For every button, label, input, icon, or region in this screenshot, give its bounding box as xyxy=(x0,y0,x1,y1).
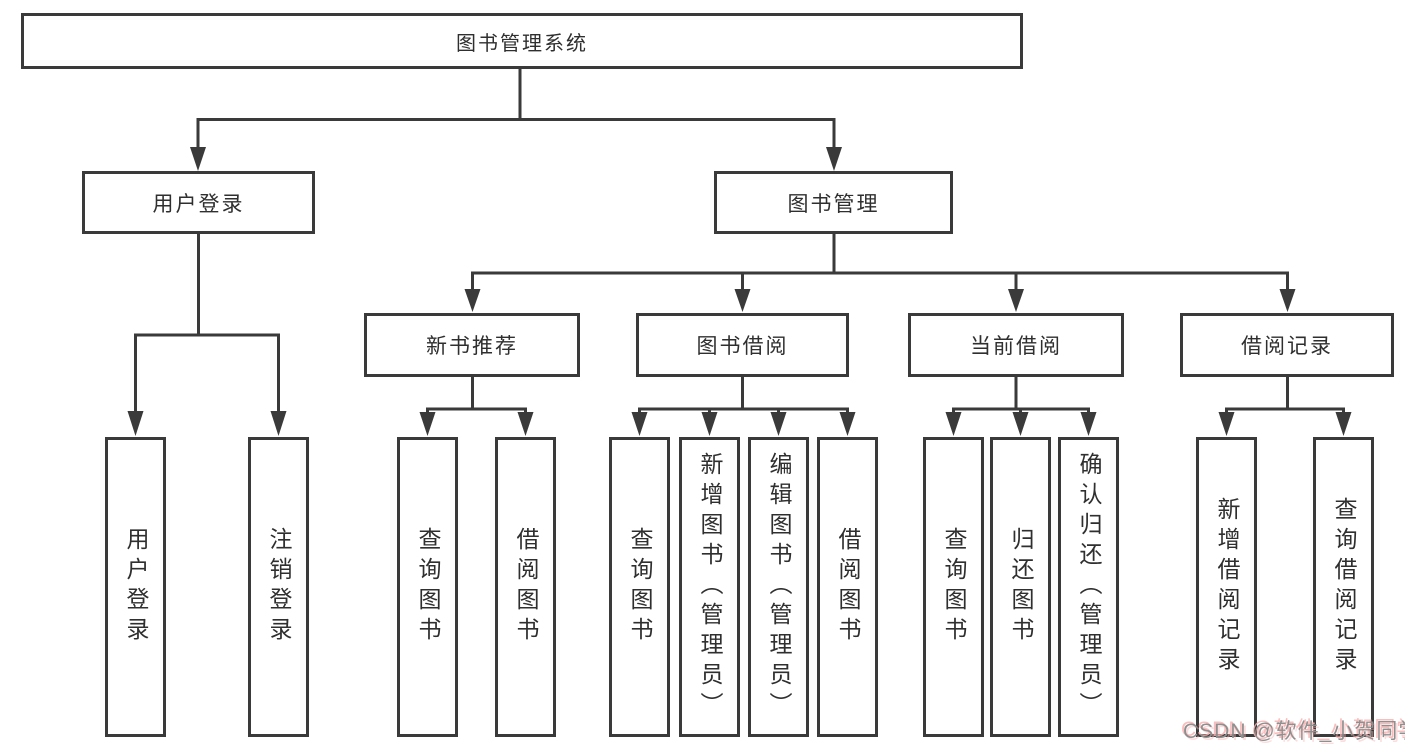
csdn-watermark: CSDN @软件_小贺同学 xyxy=(1183,720,1405,743)
leaf-currentborrow-confirm-return-admin: 确认归还（管理员） xyxy=(1058,437,1119,737)
arrowhead-icon xyxy=(631,412,648,436)
node-label: 借阅图书 xyxy=(835,527,861,647)
node-book-borrow: 图书借阅 xyxy=(636,313,849,377)
arrowhead-icon xyxy=(734,289,751,312)
arrowhead-icon xyxy=(770,412,787,436)
leaf-newbooks-query-books: 查询图书 xyxy=(397,437,458,737)
arrowhead-icon xyxy=(701,412,718,436)
node-borrow-records: 借阅记录 xyxy=(1180,313,1394,377)
node-label: 注销登录 xyxy=(266,527,292,647)
leaf-logout: 注销登录 xyxy=(248,437,309,737)
node-label: 新增图书（管理员） xyxy=(697,452,723,722)
leaf-currentborrow-query-books: 查询图书 xyxy=(923,437,984,737)
arrowhead-icon xyxy=(1279,289,1296,312)
leaf-currentborrow-return-books: 归还图书 xyxy=(990,437,1051,737)
node-book-management: 图书管理 xyxy=(714,171,953,234)
arrowhead-icon xyxy=(464,289,481,312)
leaf-user-login: 用户登录 xyxy=(105,437,166,737)
node-label: 确认归还（管理员） xyxy=(1076,452,1102,722)
node-label: 当前借阅 xyxy=(970,335,1062,358)
leaf-bookborrow-edit-books-admin: 编辑图书（管理员） xyxy=(748,437,809,737)
node-label: 用户登录 xyxy=(152,192,245,216)
leaf-bookborrow-add-books-admin: 新增图书（管理员） xyxy=(679,437,740,737)
node-new-book-recommend: 新书推荐 xyxy=(364,313,580,377)
leaf-records-add-borrow-record: 新增借阅记录 xyxy=(1196,437,1257,737)
arrowhead-icon xyxy=(190,147,206,171)
node-label: 用户登录 xyxy=(123,527,149,647)
node-label: 图书管理系统 xyxy=(456,32,588,55)
arrowhead-icon xyxy=(419,412,436,436)
arrowheads xyxy=(127,147,1352,436)
arrowhead-icon xyxy=(1080,412,1097,436)
leaf-bookborrow-query-books: 查询图书 xyxy=(609,437,670,737)
leaf-newbooks-borrow-books: 借阅图书 xyxy=(495,437,556,737)
arrowhead-icon xyxy=(270,411,287,436)
node-label: 新书推荐 xyxy=(426,335,518,358)
node-current-borrow: 当前借阅 xyxy=(908,313,1124,377)
arrowhead-icon xyxy=(1012,412,1029,436)
arrowhead-icon xyxy=(826,147,842,171)
node-label: 查询图书 xyxy=(627,527,653,647)
node-user-login: 用户登录 xyxy=(82,171,315,234)
node-label: 查询借阅记录 xyxy=(1331,497,1357,677)
leaf-bookborrow-borrow-books: 借阅图书 xyxy=(817,437,878,737)
node-label: 图书管理 xyxy=(787,192,880,216)
arrowhead-icon xyxy=(127,411,144,436)
arrowhead-icon xyxy=(1218,412,1235,436)
node-label: 图书借阅 xyxy=(696,335,789,358)
leaf-records-query-borrow-record: 查询借阅记录 xyxy=(1313,437,1374,737)
arrowhead-icon xyxy=(1335,412,1352,436)
node-root-system: 图书管理系统 xyxy=(21,13,1023,69)
node-label: 新增借阅记录 xyxy=(1214,497,1240,677)
node-label: 借阅图书 xyxy=(513,527,539,647)
node-label: 归还图书 xyxy=(1008,527,1034,647)
node-label: 借阅记录 xyxy=(1241,335,1333,358)
node-label: 查询图书 xyxy=(941,527,967,647)
arrowhead-icon xyxy=(839,412,856,436)
node-label: 编辑图书（管理员） xyxy=(766,452,792,722)
arrowhead-icon xyxy=(1008,289,1024,312)
arrowhead-icon xyxy=(945,412,962,436)
node-label: 查询图书 xyxy=(415,527,441,647)
arrowhead-icon xyxy=(517,412,534,436)
